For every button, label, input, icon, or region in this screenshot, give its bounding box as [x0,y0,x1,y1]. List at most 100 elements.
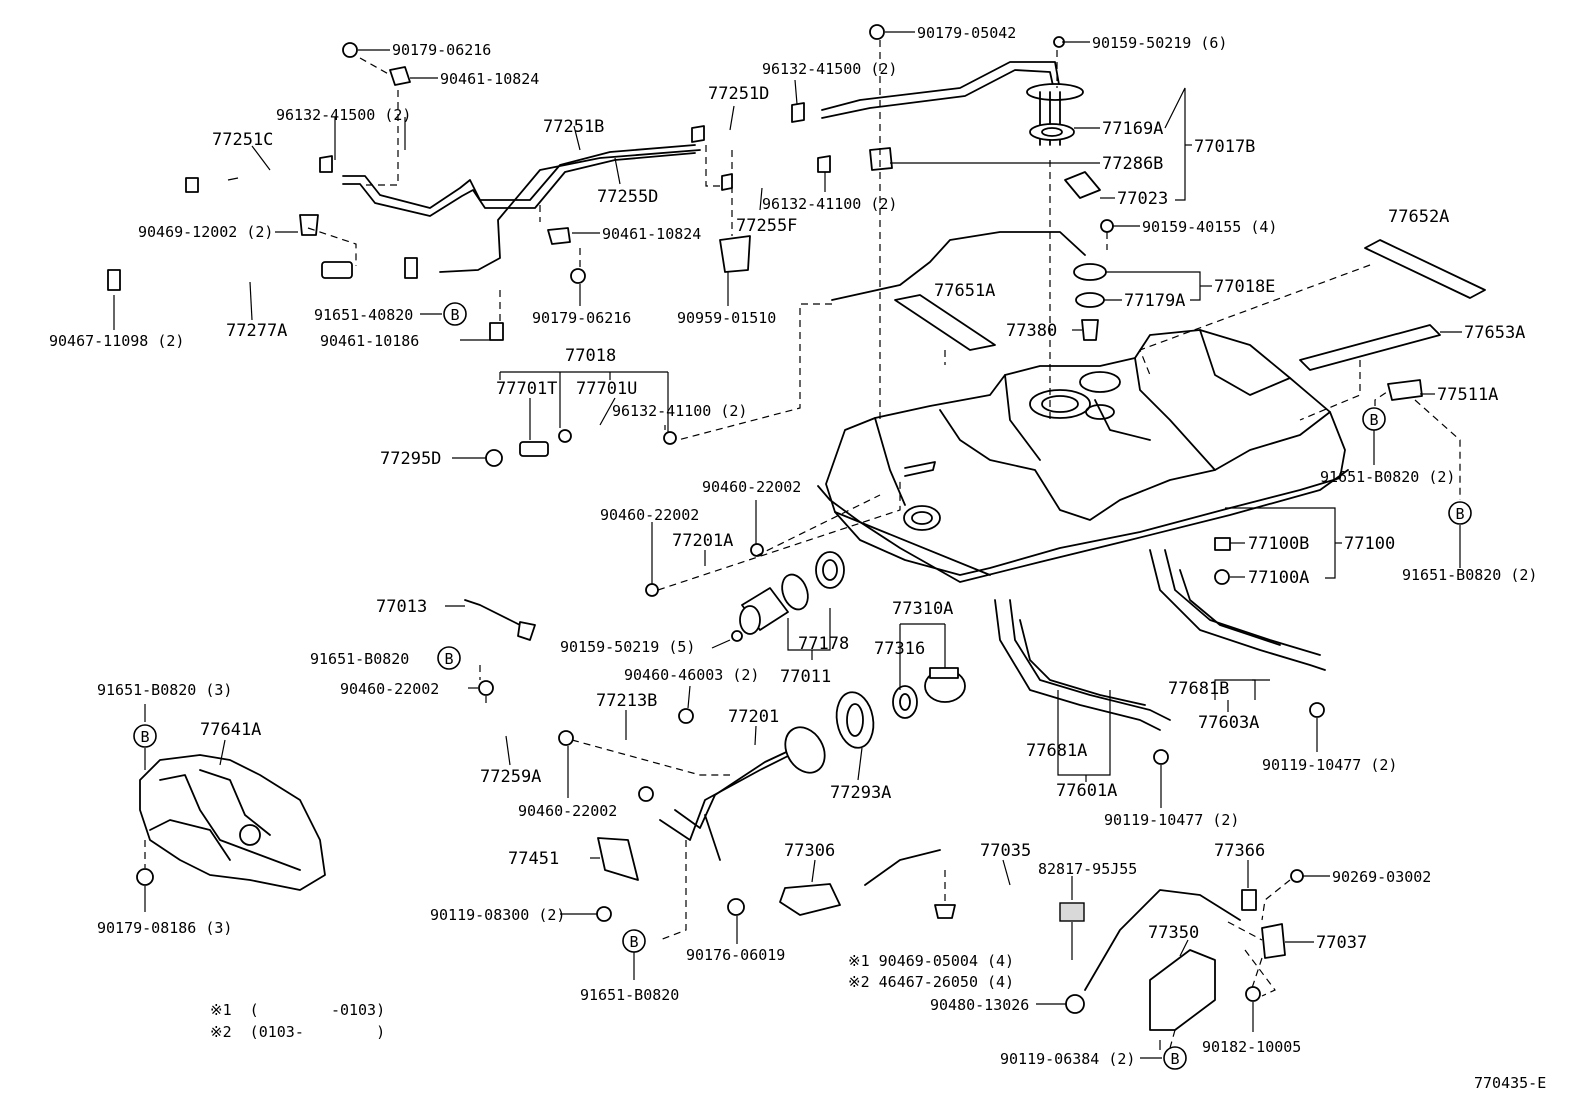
part-label: 77251D [708,84,769,104]
part-label: 90467-11098 (2) [49,332,184,350]
part-labels: 90179-06216 90461-10824 96132-41500 (2) … [49,24,1537,1068]
part-label: 77306 [784,841,835,861]
part-label: 90460-22002 [518,802,617,820]
part-label: 77651A [934,281,995,301]
tank-pads [894,239,1486,371]
part-label: 77316 [874,639,925,659]
bolt-marker: B [443,302,467,326]
part-label: 77701U [576,379,637,399]
part-label: 90460-22002 [702,478,801,496]
part-label: 77169A [1102,119,1163,139]
part-label: 77201A [672,531,733,551]
part-label: 90269-03002 [1332,868,1431,886]
hoses [114,121,804,796]
part-label: 77277A [226,321,287,341]
filler-caps [835,667,966,749]
part-label: 77018 [565,346,616,366]
part-label: 77201 [728,707,779,727]
filler-pipe [659,726,826,861]
bolt-marker: B [622,929,646,953]
footnotes: ※1 ( -0103) ※2 (0103- ) [210,1001,385,1041]
part-label: 90461-10824 [440,70,539,88]
bolt-marker: B [1362,407,1386,431]
part-label: 91651-B0820 [310,650,409,668]
part-label: 90179-06216 [532,309,631,327]
part-label: 90179-06216 [392,41,491,59]
part-label: 77681B [1168,679,1229,699]
part-label: 77259A [480,767,541,787]
part-label: 96132-41500 (2) [762,60,897,78]
part-label: 77100A [1248,568,1309,588]
part-label: 90159-50219 (5) [560,638,695,656]
part-label: 91651-B0820 [580,986,679,1004]
part-label: 96132-41100 (2) [612,402,747,420]
part-label: 77653A [1464,323,1525,343]
part-label: 96132-41500 (2) [276,106,411,124]
bolt-marker-letter: B [444,650,453,668]
part-label: 77701T [496,379,557,399]
part-label: 96132-41100 (2) [762,195,897,213]
part-label: 82817-95J55 [1038,860,1137,878]
diagram-code: 770435-E [1474,1074,1546,1092]
part-label: 77350 [1148,923,1199,943]
fuel-tubes [342,61,1086,301]
part-label: 90460-22002 [600,506,699,524]
part-label: 90182-10005 [1202,1038,1301,1056]
tank-straps [994,549,1326,731]
part-label: 90159-40155 (4) [1142,218,1277,236]
heat-shield-77641A [139,754,326,891]
bolt-marker: B [133,724,157,748]
part-label: 77451 [508,849,559,869]
bolt-markers: B B B B B B B [133,302,1472,1070]
part-label: 90179-08186 (3) [97,919,232,937]
small-hardware [107,24,1423,1031]
bolt-marker-letter: B [1455,505,1464,523]
fuel-pump-assembly [1026,83,1107,341]
part-label: 90461-10186 [320,332,419,350]
part-label: 90959-01510 [677,309,776,327]
bolt-marker-letter: B [629,933,638,951]
part-label: 77366 [1214,841,1265,861]
part-label: 90469-12002 (2) [138,223,273,241]
part-label: 77011 [780,667,831,687]
part-label: 77179A [1124,291,1185,311]
part-label: 91651-B0820 (2) [1320,468,1455,486]
part-label: 90179-05042 [917,24,1016,42]
part-label: ※1 90469-05004 (4) [848,952,1014,970]
part-label: 77286B [1102,154,1163,174]
part-label: 90461-10824 [602,225,701,243]
part-label: 77641A [200,720,261,740]
part-label: 77681A [1026,741,1087,761]
part-label: 77511A [1437,385,1498,405]
part-label: 77018E [1214,277,1275,297]
part-label: 90119-10477 (2) [1104,811,1239,829]
bolt-marker: B [1448,501,1472,525]
part-label: 77035 [980,841,1031,861]
part-label: 77100B [1248,534,1309,554]
part-label: 77601A [1056,781,1117,801]
part-label: 77295D [380,449,441,469]
bolt-marker: B [1163,1046,1187,1070]
part-label: 77255F [736,216,797,236]
part-label: 77251C [212,130,273,150]
part-label: 77293A [830,783,891,803]
part-label: 77255D [597,187,658,207]
part-label: 77100 [1344,534,1395,554]
bolt-marker: B [437,646,461,670]
part-label: 91651-B0820 (3) [97,681,232,699]
part-label: 77603A [1198,713,1259,733]
bolt-marker-letter: B [1369,411,1378,429]
part-label: 90176-06019 [686,946,785,964]
part-label: 90460-46003 (2) [624,666,759,684]
leader-lines [113,31,1462,1059]
part-label: 77380 [1006,321,1057,341]
part-label: 77013 [376,597,427,617]
bolt-marker-letter: B [450,306,459,324]
filler-neck [739,551,845,635]
part-label: 77017B [1194,137,1255,157]
part-label: 77251B [543,117,604,137]
part-label: 90119-10477 (2) [1262,756,1397,774]
part-label: 90460-22002 [340,680,439,698]
part-label: 77178 [798,634,849,654]
